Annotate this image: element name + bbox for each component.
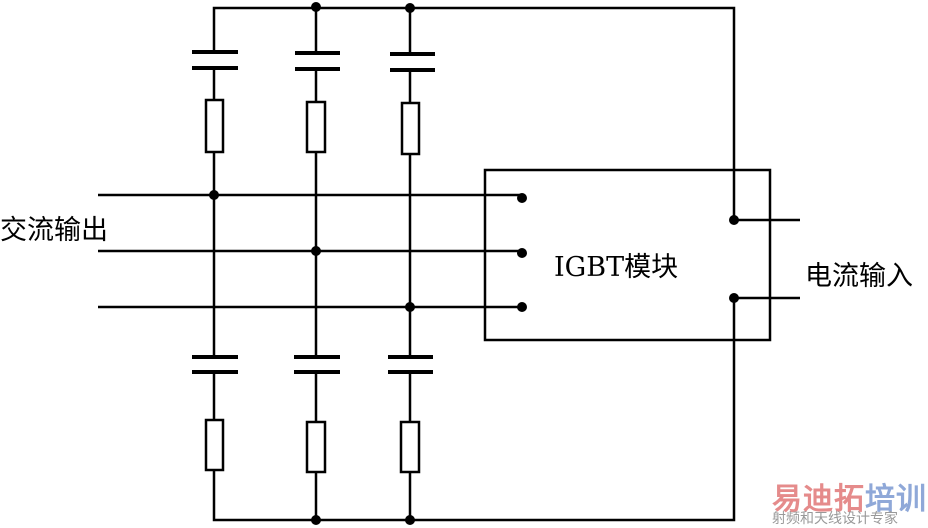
watermark-brand-blue: 培训	[865, 482, 927, 517]
igbt-module-box	[483, 168, 772, 342]
bottom-bus	[212, 298, 736, 522]
snubber-branches	[212, 8, 412, 520]
resistors	[204, 98, 421, 474]
watermark-logo: 易迪拓培训	[772, 474, 927, 518]
ac-output-lines	[98, 193, 522, 309]
junction-dots	[209, 2, 739, 525]
watermark-tagline: 射频和天线设计专家	[772, 511, 898, 527]
current-input-label: 电流输入	[805, 261, 913, 292]
top-bus	[212, 6, 736, 220]
capacitors	[192, 50, 435, 374]
watermark-brand-red: 易迪拓	[772, 482, 865, 517]
igbt-module-label: IGBT模块	[554, 252, 679, 283]
dc-input-lines	[734, 218, 800, 300]
ac-output-label: 交流输出	[0, 215, 108, 246]
